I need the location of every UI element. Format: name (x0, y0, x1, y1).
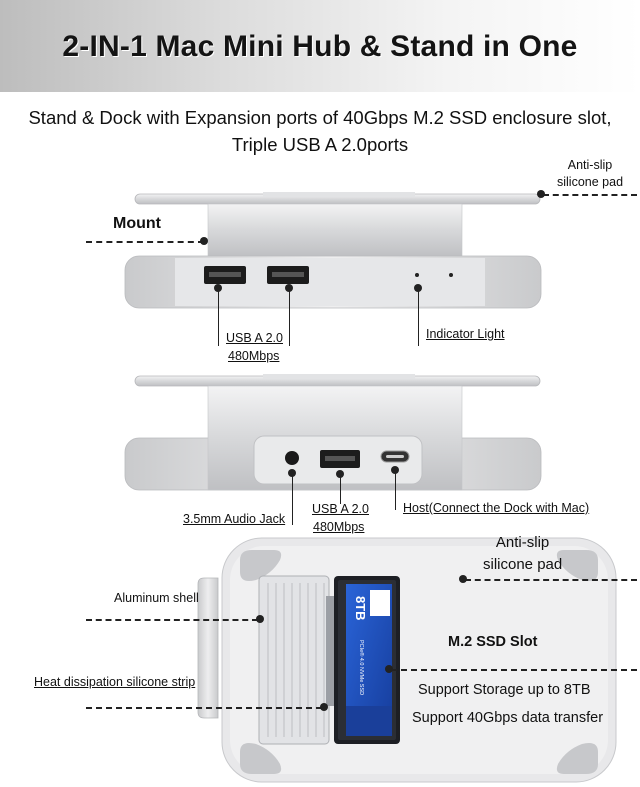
ssd-capacity-wrap: 8TB (346, 596, 370, 621)
usb-back-label-1: USB A 2.0 (312, 502, 369, 516)
heat-dot (320, 703, 328, 711)
heat-line (86, 707, 322, 709)
m2-line (391, 669, 637, 671)
aluminum-dot (256, 615, 264, 623)
title-banner (0, 0, 640, 92)
audio-label: 3.5mm Audio Jack (183, 512, 286, 526)
anti-slip-pad (240, 550, 282, 581)
subtitle: Stand & Dock with Expansion ports of 40G… (0, 104, 640, 158)
indicator-label: Indicator Light (426, 327, 505, 341)
m2-title: M.2 SSD Slot (448, 634, 538, 650)
anti-slip-top-dot (537, 190, 545, 198)
host-label: Host(Connect the Dock with Mac) (403, 501, 590, 515)
back-view (124, 374, 542, 491)
anti-slip-bottom-line (465, 579, 637, 581)
anti-slip-top-label: Anti-slip silicone pad (557, 158, 624, 189)
subtitle-line-2: Triple USB A 2.0ports (231, 134, 409, 155)
page-title: 2-IN-1 Mac Mini Hub & Stand in One (62, 30, 578, 63)
m2-dot (385, 665, 393, 673)
usb-back-label-2: 480Mbps (313, 520, 365, 534)
bottom-view (197, 537, 617, 783)
indicator-light (415, 273, 419, 277)
front-view (124, 192, 542, 309)
aluminum-heatsink (258, 575, 330, 745)
subtitle-line-1: Stand & Dock with Expansion ports of 40G… (28, 107, 612, 128)
mount-line (86, 241, 204, 243)
storage-label: Support Storage up to 8TB (418, 682, 591, 698)
mount-label: Mount (113, 215, 161, 232)
mount-dot (200, 237, 208, 245)
aluminum-line (86, 619, 258, 621)
audio-jack (285, 451, 299, 465)
transfer-label: Support 40Gbps data transfer (412, 710, 604, 726)
ssd-model: PCIe® 4.0 NVMe SSD (358, 640, 364, 696)
aluminum-label: Aluminum shell (114, 591, 199, 605)
heat-label: Heat dissipation silicone strip (34, 675, 196, 689)
anti-slip-top-line (543, 194, 637, 196)
anti-slip-bottom-dot (459, 575, 467, 583)
anti-slip-bottom-label: Anti-slip silicone pad (483, 534, 563, 573)
usb-front-label-1: USB A 2.0 (226, 331, 283, 345)
usb-front-label-2: 480Mbps (228, 349, 280, 363)
ssd-capacity: 8TB (353, 596, 368, 621)
